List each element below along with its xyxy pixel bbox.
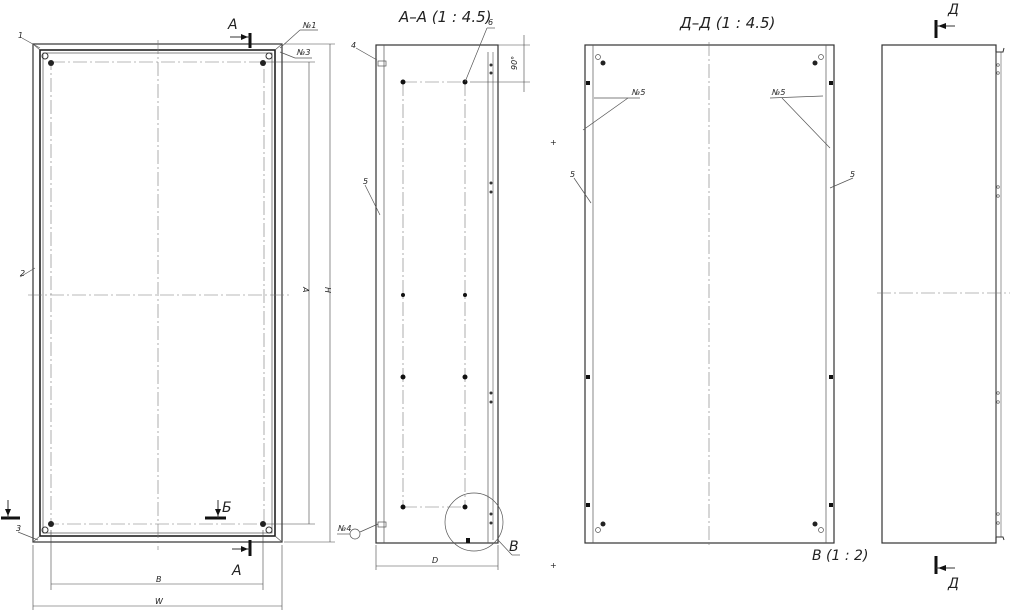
front-door-frame: [39, 49, 276, 537]
svg-text:+: +: [550, 138, 557, 147]
callout-n5-left: №5: [631, 88, 645, 97]
callout-n3: №3: [296, 48, 310, 57]
dimension-b: B: [156, 575, 162, 584]
front-inner-frame: [42, 52, 273, 534]
callout-2: 2: [20, 269, 25, 278]
front-view: 1 2 3 №1 №3 А А Б B W: [1, 17, 335, 610]
detail-circle-v: [444, 492, 504, 552]
detail-mark-v: В: [509, 539, 519, 555]
dimension-top-offset: 90°: [510, 56, 519, 70]
callout-5: 5: [363, 177, 368, 186]
callout-4: 4: [351, 41, 356, 50]
section-d-d-view: Д–Д (1 : 4.5) №5 №5 5 5 В (1 : 2): [570, 14, 868, 564]
callout-n5-right: №5: [771, 88, 785, 97]
section-d-title: Д–Д (1 : 4.5): [679, 14, 775, 32]
callout-1: 1: [18, 31, 23, 40]
dimension-w: W: [155, 597, 164, 606]
section-mark-a-top: А: [227, 17, 238, 33]
dimension-h: H: [323, 287, 332, 293]
callout-5-right: 5: [850, 170, 855, 179]
callout-n4: №4: [337, 524, 351, 533]
side-view: Д Д: [877, 2, 1010, 592]
side-body: [881, 44, 997, 544]
callout-3: 3: [16, 524, 21, 533]
callout-6: 6: [488, 18, 493, 27]
dimension-d: D: [432, 556, 438, 565]
callout-5-left: 5: [570, 170, 575, 179]
callout-n1: №1: [302, 21, 316, 30]
section-a-body: [375, 44, 499, 544]
section-mark-d-top: Д: [947, 2, 959, 18]
section-mark-d-bottom: Д: [947, 576, 959, 592]
section-d-body: [584, 44, 835, 544]
front-mount-line: [50, 61, 265, 525]
section-mark-b: Б: [222, 500, 232, 516]
front-outer-frame: [32, 43, 283, 543]
section-a-a-view: А–А (1 : 4.5) 4 5 6: [337, 8, 557, 570]
section-mark-a-bottom: А: [231, 563, 242, 579]
section-a-title: А–А (1 : 4.5): [398, 8, 491, 26]
detail-v-title: В (1 : 2): [812, 548, 868, 564]
dimension-a: A: [301, 286, 310, 292]
svg-text:+: +: [550, 561, 557, 570]
